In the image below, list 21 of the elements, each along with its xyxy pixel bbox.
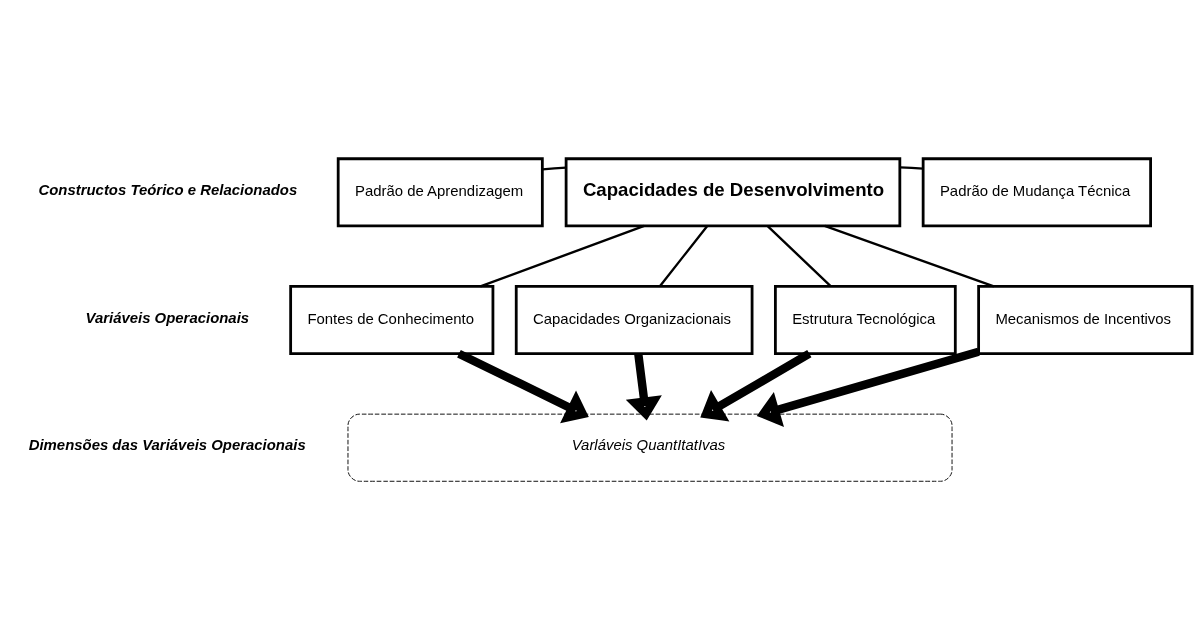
connector — [480, 224, 645, 287]
arrow — [700, 349, 812, 421]
node-box: Capacidades Organizacionais — [514, 284, 754, 355]
connector — [824, 224, 995, 287]
node-box: Varláveis QuantItatIvas — [347, 413, 953, 482]
node-box: Capacidades de Desenvolvimento — [564, 156, 902, 227]
connector — [659, 224, 709, 287]
node-box: Fontes de Conhecimento — [289, 284, 495, 355]
arrow — [756, 347, 980, 427]
label: Variáveis Operacionais — [85, 309, 250, 326]
arrow — [625, 352, 662, 420]
label: Constructos Teórico e Relacionados — [38, 181, 298, 198]
label: Dimensões das Variáveis Operacionais — [28, 436, 306, 453]
connector — [900, 165, 924, 170]
connector — [766, 224, 832, 287]
node-box: Padrão de Aprendizagem — [336, 156, 544, 227]
node-box: Padrão de Mudança Técnica — [921, 156, 1152, 227]
connector — [542, 165, 567, 171]
node-box: Estrutura Tecnológica — [774, 284, 957, 355]
node-box: Mecanismos de Incentivos — [977, 284, 1194, 355]
arrow — [457, 349, 589, 423]
